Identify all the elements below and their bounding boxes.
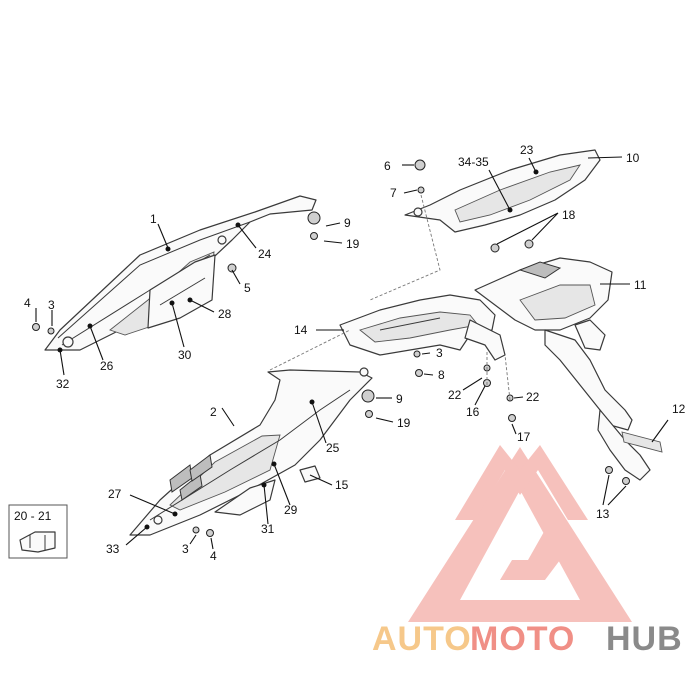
- callout-labels: 1 2 3 3 3 4 4 5 6 7 8 9 9 10 11 12 13 14…: [14, 143, 686, 563]
- kit-20-21-box: [8, 504, 68, 559]
- callout-11: 11: [634, 278, 647, 292]
- callout-29: 29: [284, 503, 298, 517]
- callout-30: 30: [178, 348, 192, 362]
- callout-22-right: 22: [526, 390, 540, 404]
- clip-15: [299, 465, 321, 483]
- watermark-logo: [408, 445, 632, 622]
- callout-4-bottom: 4: [210, 549, 217, 563]
- callout-2: 2: [210, 405, 217, 419]
- watermark-moto: MOTO: [470, 620, 575, 658]
- reflector-12: [621, 431, 663, 453]
- callout-3-mid: 3: [436, 346, 443, 360]
- fasteners: [32, 159, 630, 537]
- callout-9-top: 9: [344, 216, 351, 230]
- inner-bracket-31: [214, 479, 276, 516]
- callout-26: 26: [100, 359, 114, 373]
- callout-1: 1: [150, 212, 157, 226]
- callout-27: 27: [108, 487, 122, 501]
- callout-28: 28: [218, 307, 232, 321]
- callout-3-bottom: 3: [182, 542, 189, 556]
- callout-9-bottom: 9: [396, 392, 403, 406]
- callout-4-left: 4: [24, 296, 31, 310]
- callout-14: 14: [294, 323, 308, 337]
- callout-7: 7: [390, 186, 397, 200]
- callout-20-21: 20 - 21: [14, 509, 52, 523]
- callout-15: 15: [335, 478, 349, 492]
- leader-dots: [57, 169, 539, 530]
- leader-lines: [35, 156, 669, 550]
- assembly-lines: [269, 194, 511, 401]
- callout-25: 25: [326, 441, 340, 455]
- watermark-hub: HUB: [606, 620, 683, 658]
- callout-18: 18: [562, 208, 576, 222]
- side-panel-lower: [129, 367, 373, 536]
- callout-34-35: 34-35: [458, 155, 489, 169]
- callout-24: 24: [258, 247, 272, 261]
- watermark-wordmark: AUTO MOTO HUB: [372, 620, 683, 658]
- callout-12: 12: [672, 402, 686, 416]
- callout-19-bottom: 19: [397, 416, 411, 430]
- callout-17: 17: [517, 430, 531, 444]
- callout-5: 5: [244, 281, 251, 295]
- callout-19-top: 19: [346, 237, 360, 251]
- callout-8: 8: [438, 368, 445, 382]
- callout-13: 13: [596, 507, 610, 521]
- inner-bracket-28: [147, 254, 216, 329]
- callout-23: 23: [520, 143, 534, 157]
- callout-6: 6: [384, 159, 391, 173]
- tail-frame-14: [339, 294, 506, 361]
- callout-31: 31: [261, 522, 275, 536]
- tail-cover-10: [404, 149, 601, 233]
- license-plate-holder-11: [474, 257, 651, 481]
- watermark-auto: AUTO: [372, 620, 472, 658]
- callout-33: 33: [106, 542, 120, 556]
- callout-16: 16: [466, 405, 480, 419]
- callout-32: 32: [56, 377, 70, 391]
- callout-3-left: 3: [48, 298, 55, 312]
- callout-10: 10: [626, 151, 640, 165]
- callout-22-left: 22: [448, 388, 462, 402]
